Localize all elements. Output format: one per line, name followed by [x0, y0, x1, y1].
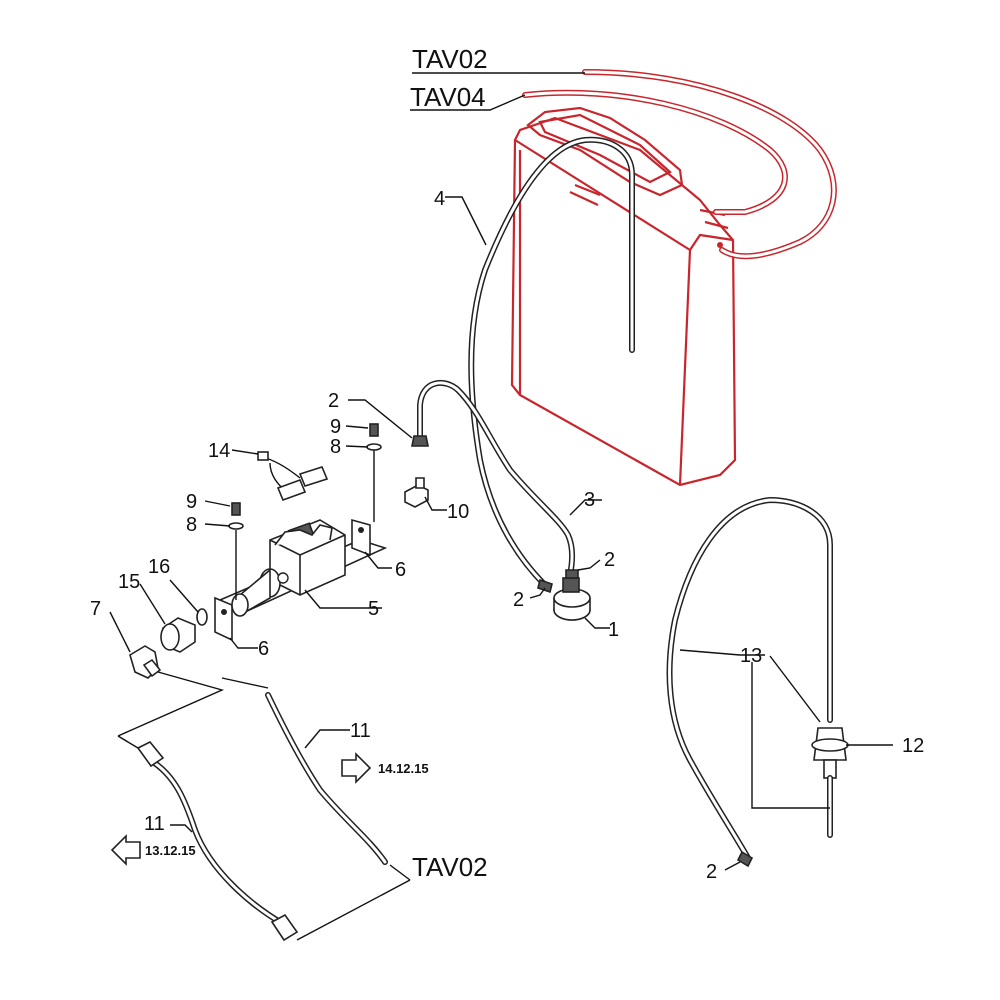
label-tav02-top: TAV02	[412, 44, 488, 74]
label-part-15: 15	[118, 571, 140, 593]
label-tav04: TAV04	[410, 82, 486, 112]
label-part-2d: 2	[706, 861, 717, 883]
reference-arrows	[110, 752, 372, 866]
hoses-11	[117, 671, 411, 942]
label-part-2b: 2	[604, 549, 615, 571]
label-part-11a: 11	[350, 720, 371, 742]
callout-labels: TAV02 TAV04 TAV02 4 2 9 8 14 9 8 10 3 2 …	[90, 44, 924, 883]
label-part-2c: 2	[513, 589, 524, 611]
pump-assembly	[129, 423, 429, 679]
label-part-4: 4	[434, 188, 445, 210]
label-part-7: 7	[90, 598, 101, 620]
hose-13-filter-12	[666, 496, 849, 868]
label-part-13: 13	[740, 645, 762, 667]
ref-label-right: 14.12.15	[378, 761, 429, 776]
label-part-12: 12	[902, 735, 924, 757]
part-1-fitting	[537, 569, 591, 621]
ref-label-left: 13.12.15	[145, 843, 196, 858]
tube-4	[468, 136, 635, 588]
label-part-6b: 6	[258, 638, 269, 660]
label-part-8a: 8	[186, 514, 197, 536]
label-part-1: 1	[608, 619, 619, 641]
leader-lines	[109, 196, 893, 871]
tube-3	[411, 380, 575, 578]
water-tank	[510, 106, 737, 487]
label-part-10: 10	[447, 501, 469, 523]
label-part-9a: 9	[186, 491, 197, 513]
label-part-6a: 6	[395, 559, 406, 581]
label-tav02-bottom: TAV02	[412, 852, 488, 882]
tank-tubes	[410, 69, 837, 260]
label-part-14: 14	[208, 440, 230, 462]
label-part-5: 5	[368, 598, 379, 620]
label-part-11b: 11	[144, 813, 165, 835]
label-part-2a: 2	[328, 390, 339, 412]
label-part-3: 3	[584, 489, 595, 511]
label-part-9b: 9	[330, 416, 341, 438]
label-part-8b: 8	[330, 436, 341, 458]
label-part-16: 16	[148, 556, 170, 578]
